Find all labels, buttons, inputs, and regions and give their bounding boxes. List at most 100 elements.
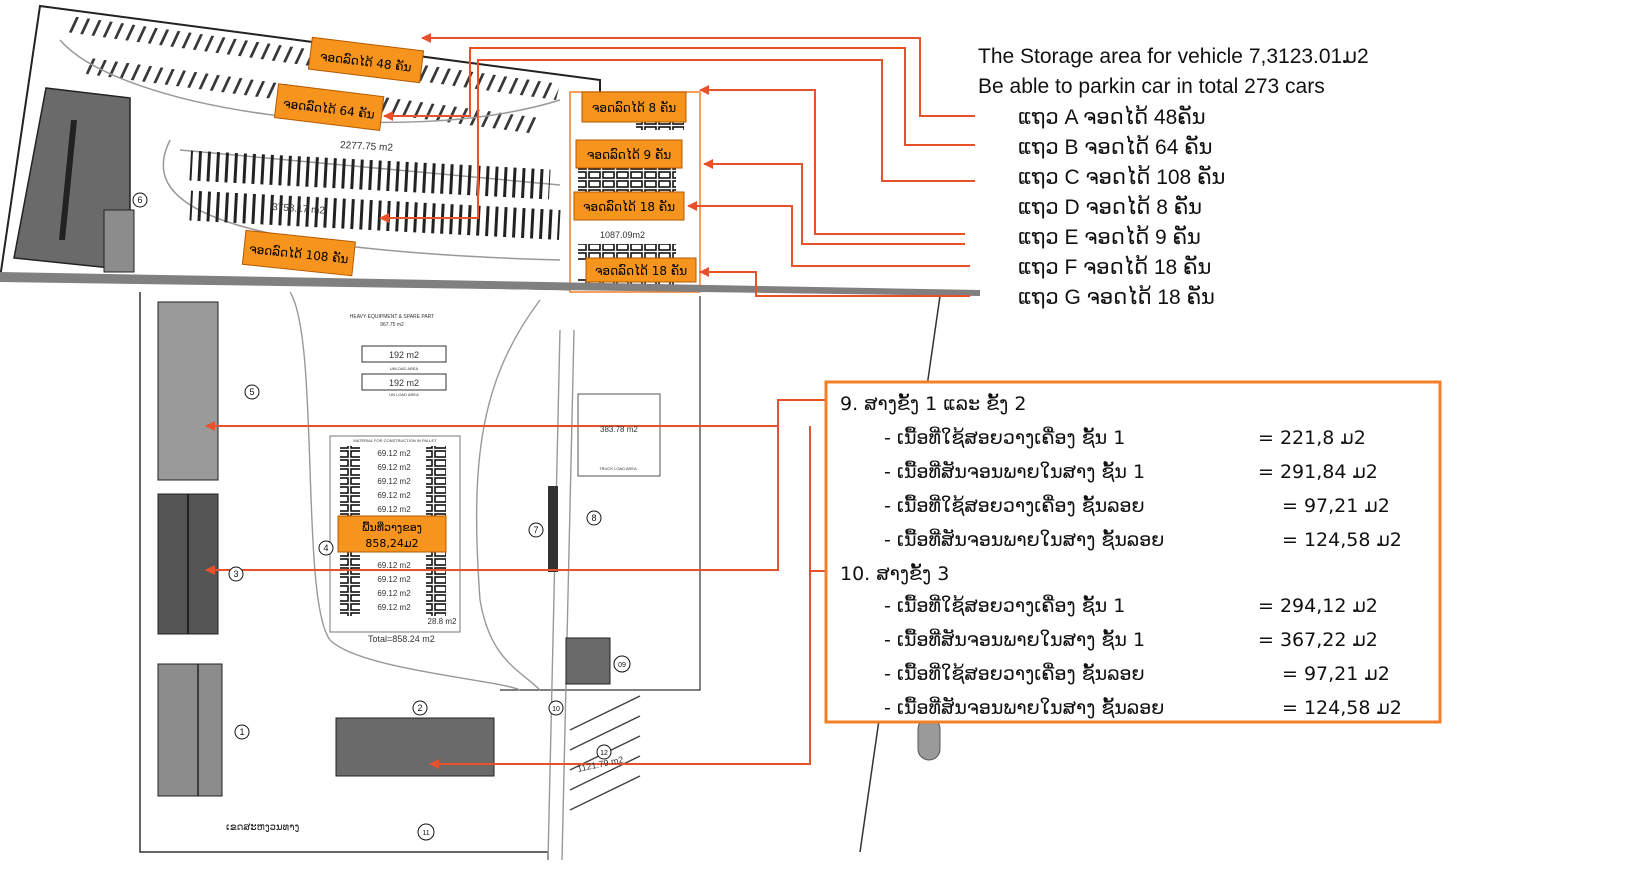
parking-row-c1 <box>189 150 551 200</box>
stalls-f <box>578 244 676 260</box>
pad-192-2 <box>361 373 447 391</box>
parking-tag-g-text: ຈອດລົດໄດ້ 18 ຄັນ <box>595 263 687 278</box>
parking-tag-e-text: ຈອດລົດໄດ້ 9 ຄັນ <box>587 147 671 162</box>
marker-09: 09 <box>613 655 631 673</box>
stalls-g <box>578 278 676 288</box>
bay-label: 69.12 m2 <box>377 491 411 500</box>
svg-text:10: 10 <box>552 706 560 713</box>
summary-row-b: ແຖວ B ຈອດໄດ້ 64 ຄັນ <box>1018 134 1213 159</box>
building-5 <box>157 301 219 481</box>
warehouse-tag-line1: ພື້ນທີ່ວາງຂອງ <box>362 521 422 534</box>
marker-3: 3 <box>228 566 244 582</box>
svg-text:2: 2 <box>417 703 422 713</box>
parking-row-c2 <box>189 190 561 240</box>
label-total: Total=858.24 m2 <box>368 634 435 644</box>
marker-8: 8 <box>586 510 602 526</box>
site-boundary-right <box>500 296 701 691</box>
detail-row-value: = 221,8 ມ2 <box>1258 427 1366 449</box>
summary-row-g: ແຖວ G ຈອດໄດ້ 18 ຄັນ <box>1018 284 1215 309</box>
label-heavy-area: 967.75 m2 <box>380 322 404 328</box>
lower-site <box>139 291 941 861</box>
detail-row-label: - ເນື້ອທີ່ໃຊ້ສອຍວາງເຄື່ອງ ຊັ້ນ 1 <box>884 593 1125 617</box>
summary-row-f: ແຖວ F ຈອດໄດ້ 18 ຄັນ <box>1018 254 1211 279</box>
label-unload-2: UN LOAD AREA <box>389 392 419 397</box>
detail-row-label: - ເນື້ອທີ່ສັນຈອນພາຍໃນສາງ ຊັ້ນ 1 <box>884 459 1145 483</box>
svg-text:8: 8 <box>591 513 596 523</box>
arrow-9-to-3 <box>205 426 779 575</box>
arrow-g <box>699 267 970 297</box>
detail-panel-border <box>824 380 1442 724</box>
marker-7: 7 <box>528 522 544 538</box>
summary-block: The Storage area for vehicle 7,3123.01ມ2… <box>978 45 1369 309</box>
detail-row-label: - ເນື້ອທີ່ສັນຈອນພາຍໃນສາງ ຊັ້ນ 1 <box>884 627 1145 651</box>
detail-row-value: = 97,21 ມ2 <box>1282 663 1390 685</box>
detail-heading-10: 10. ສາງຂັ້ງ 3 <box>840 562 949 585</box>
detail-row-label: - ເນື້ອທີ່ໃຊ້ສອຍວາງເຄື່ອງ ຊັ້ນລອຍ <box>884 661 1145 685</box>
label-area-top: 2277.75 m2 <box>340 140 394 154</box>
detail-row-value: = 291,84 ມ2 <box>1258 461 1378 483</box>
label-area-mid: 3758.17 m2 <box>272 202 326 217</box>
detail-row-value: = 367,22 ມ2 <box>1258 629 1378 651</box>
connector-arrows <box>205 33 975 769</box>
svg-text:1: 1 <box>239 727 244 737</box>
marker-12: 12 <box>596 744 612 760</box>
svg-text:09: 09 <box>618 662 626 669</box>
marker-2: 2 <box>412 700 428 716</box>
svg-text:5: 5 <box>249 387 254 397</box>
bay-label: 69.12 m2 <box>377 477 411 486</box>
site-roads <box>289 291 575 861</box>
arrow-b <box>383 47 975 146</box>
detail-row-value: = 294,12 ມ2 <box>1258 595 1378 617</box>
label-unload-1: UNLOAD AREA <box>390 366 419 371</box>
bay-label: 69.12 m2 <box>377 449 411 458</box>
marker-11: 11 <box>417 823 435 841</box>
warehouse-tag-line2: 858,24ມ2 <box>365 537 418 550</box>
summary-line-2: Be able to parkin car in total 273 cars <box>978 75 1325 98</box>
detail-panel: 9. ສາງຂັ້ງ 1 ແລະ ຂັ້ງ 2 - ເນື້ອທີ່ໃຊ້ສອຍ… <box>824 380 1442 724</box>
store-09 <box>565 637 611 685</box>
detail-row-label: - ເນື້ອທີ່ສັນຈອນພາຍໃນສາງ ຊັ້ນລອຍ <box>884 527 1164 551</box>
detail-row-label: - ເນື້ອທີ່ໃຊ້ສອຍວາງເຄື່ອງ ຊັ້ນ 1 <box>884 425 1125 449</box>
arrow-9-to-5 <box>205 399 840 431</box>
summary-row-e: ແຖວ E ຈອດໄດ້ 9 ຄັນ <box>1018 224 1201 249</box>
warehouse-tag: ພື້ນທີ່ວາງຂອງ 858,24ມ2 <box>337 515 447 553</box>
marker-1: 1 <box>234 724 250 740</box>
parking-tag-f-text: ຈອດລົດໄດ້ 18 ຄັນ <box>583 199 675 214</box>
detail-row-value: = 124,58 ມ2 <box>1282 529 1402 551</box>
parking-tag-f: ຈອດລົດໄດ້ 18 ຄັນ <box>573 191 685 221</box>
parking-tag-e: ຈອດລົດໄດ້ 9 ຄັນ <box>575 139 683 169</box>
arrow-10-to-2 <box>429 426 840 769</box>
main-road <box>0 272 980 296</box>
summary-row-c: ແຖວ C ຈອດໄດ້ 108 ຄັນ <box>1018 164 1225 189</box>
parking-tag-d-text: ຈອດລົດໄດ້ 8 ຄັນ <box>592 100 676 115</box>
building-2 <box>335 717 495 777</box>
label-pad-2: 192 m2 <box>389 378 419 388</box>
parking-tag-a: ຈອດລົດໄດ້ 48 ຄັນ <box>307 36 425 84</box>
label-heavy-equipment: HEAVY EQUIPMENT & SPARE PART <box>350 314 434 320</box>
arrow-c <box>379 59 975 223</box>
label-area-right: 1087.09m2 <box>600 230 645 240</box>
summary-line-1: The Storage area for vehicle 7,3123.01ມ2 <box>978 45 1369 68</box>
marker-4: 4 <box>318 540 334 556</box>
building-1 <box>157 663 223 797</box>
building-6-side <box>103 209 135 273</box>
label-load-area: TRUCK LOAD AREA <box>599 466 637 471</box>
drain-element <box>917 717 941 761</box>
bay-label: 69.12 m2 <box>377 603 411 612</box>
arrow-a <box>421 33 975 117</box>
detail-row-value: = 97,21 ມ2 <box>1282 495 1390 517</box>
parking-tag-d: ຈອດລົດໄດ້ 8 ຄັນ <box>581 91 687 123</box>
pad-192-1 <box>361 345 447 363</box>
bay-label: 69.12 m2 <box>377 589 411 598</box>
label-small-bay: 28.8 m2 <box>428 617 457 626</box>
parking-tag-g: ຈອດລົດໄດ້ 18 ຄັນ <box>585 257 697 283</box>
svg-text:7: 7 <box>533 525 538 535</box>
arrow-d <box>699 85 965 235</box>
bay-label: 69.12 m2 <box>377 575 411 584</box>
parking-tag-b: ຈອດລົດໄດ້ 64 ຄັນ <box>273 83 385 132</box>
bay-label: 69.12 m2 <box>377 463 411 472</box>
svg-text:6: 6 <box>137 195 142 205</box>
detail-row-value: = 124,58 ມ2 <box>1282 697 1402 719</box>
detail-row-label: - ເນື້ອທີ່ໃຊ້ສອຍວາງເຄື່ອງ ຊັ້ນລອຍ <box>884 493 1145 517</box>
